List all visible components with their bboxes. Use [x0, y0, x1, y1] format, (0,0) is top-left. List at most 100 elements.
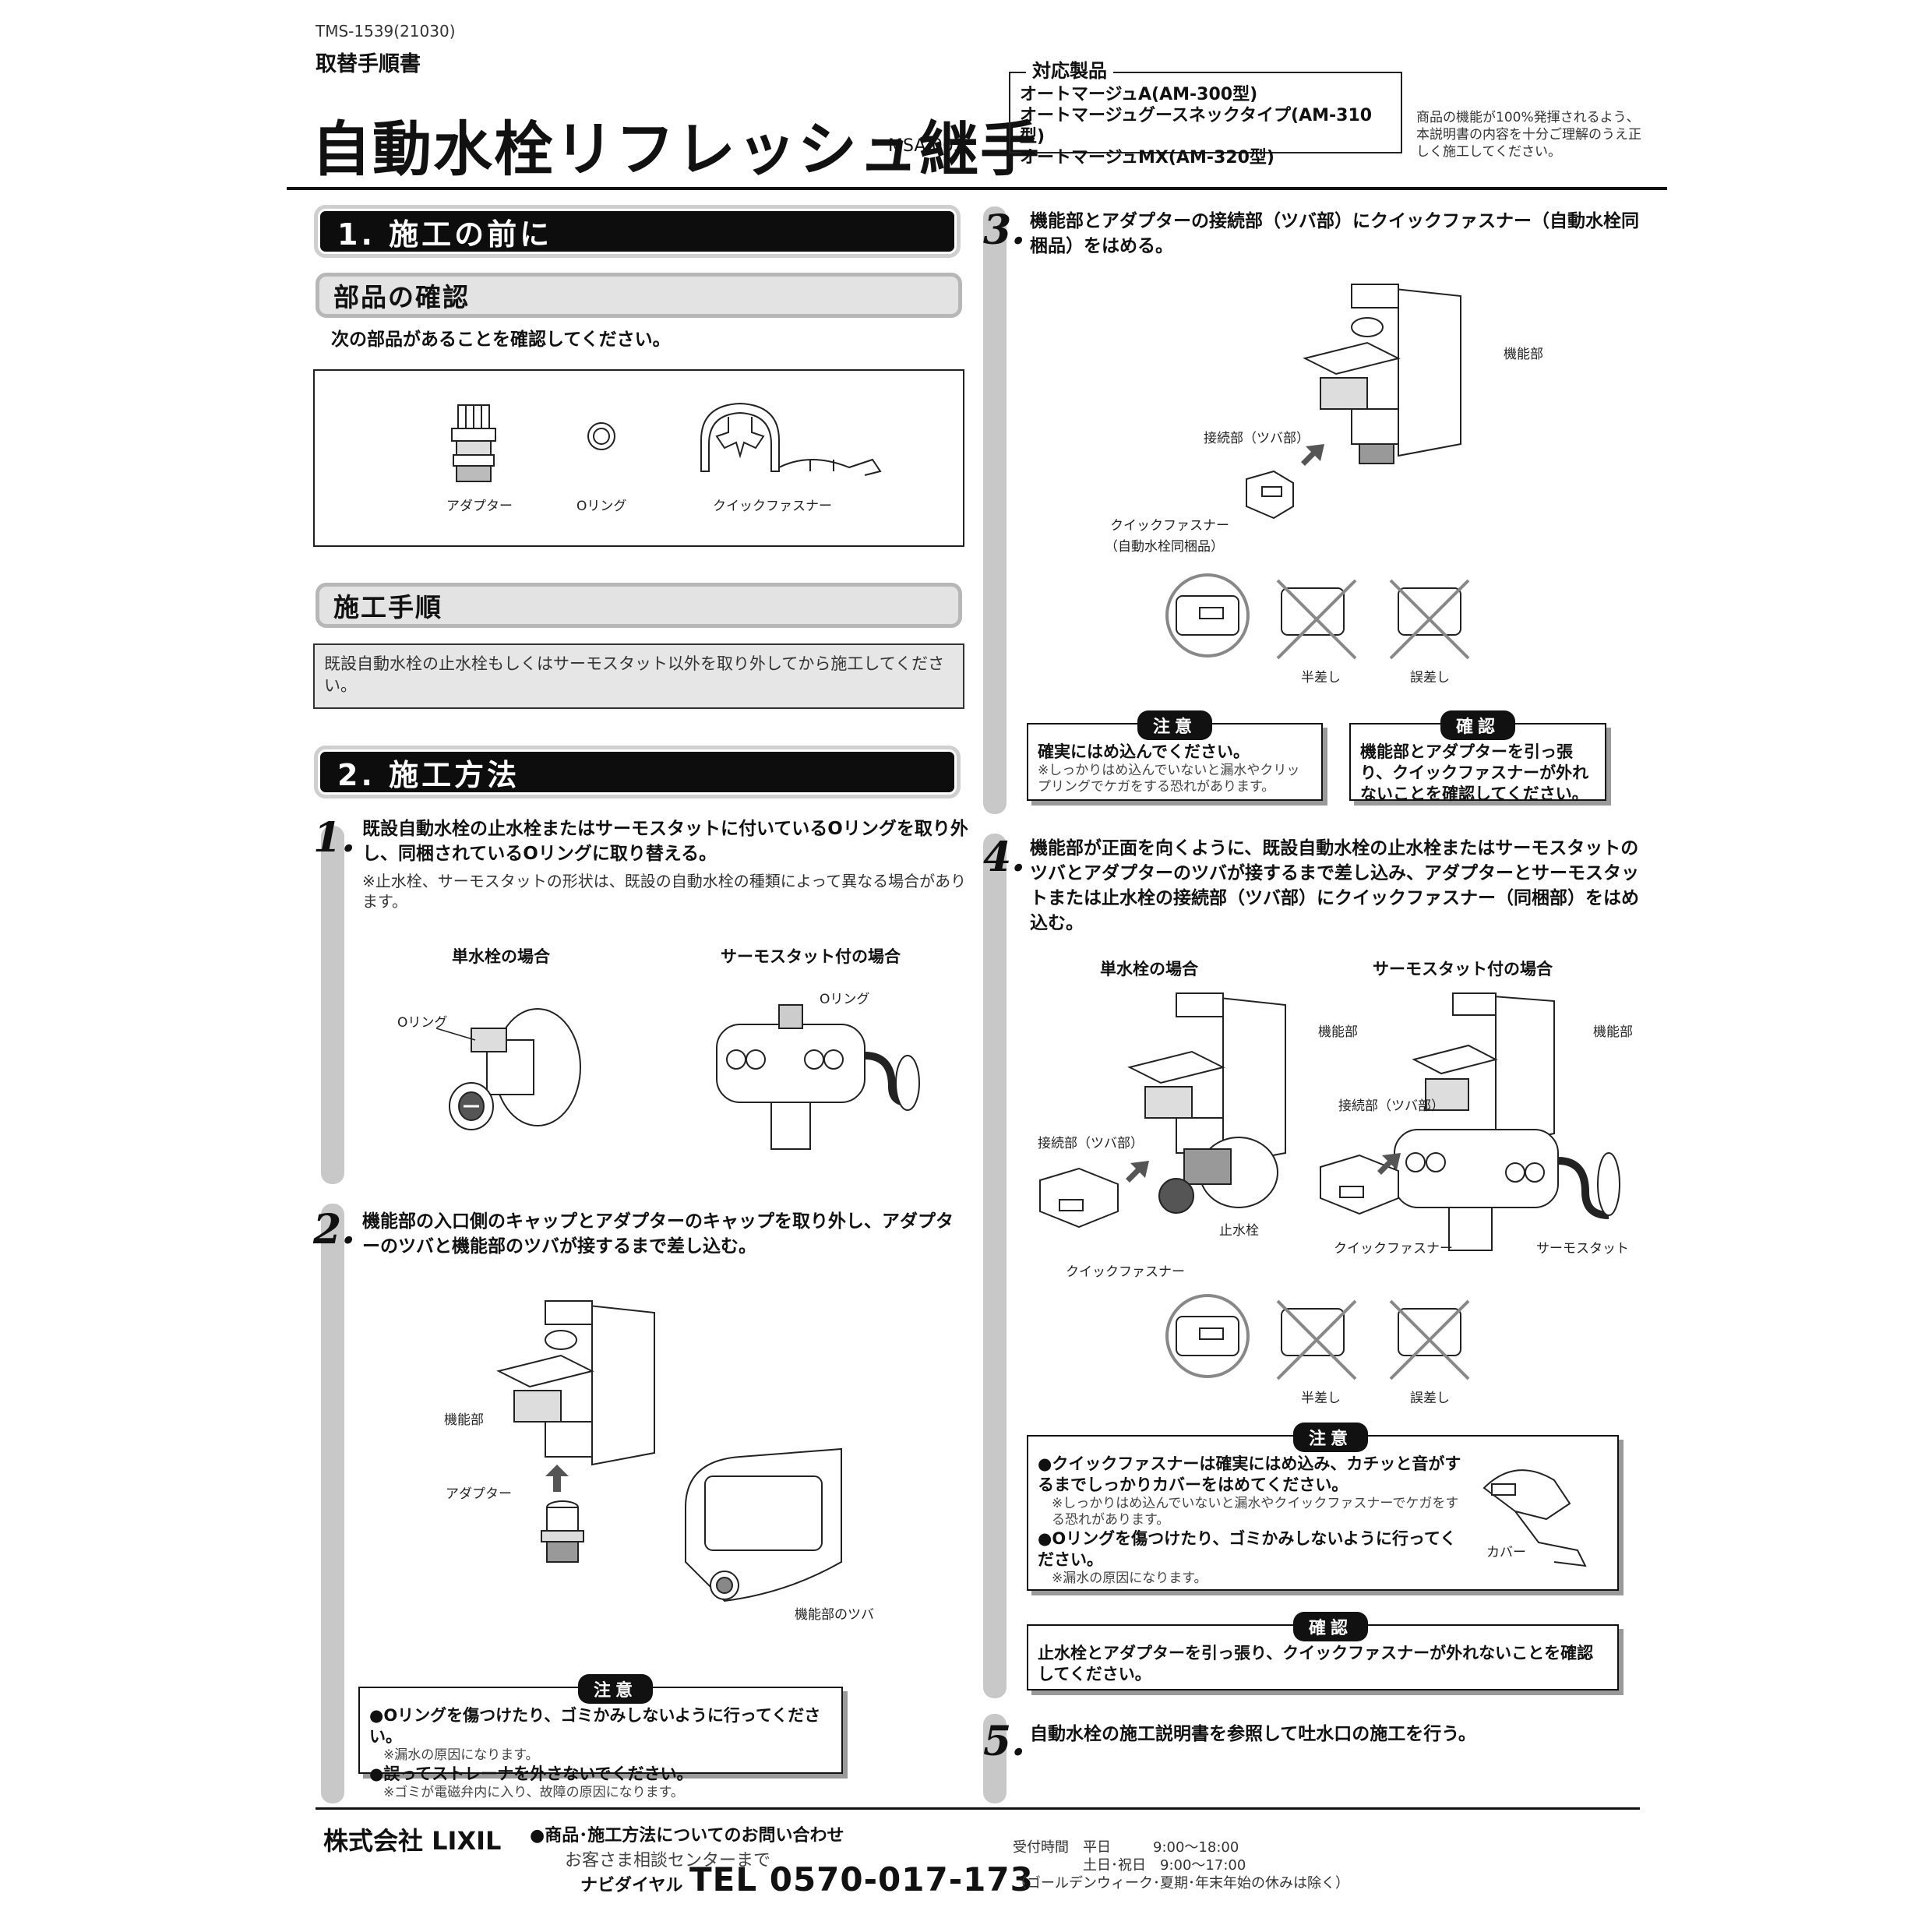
unit-flange-illustration	[685, 1447, 842, 1602]
procedure-heading: 施工手順	[316, 583, 962, 628]
step4-rail	[983, 834, 1007, 1698]
step1-label-oring-thermo: Oリング	[820, 992, 870, 1007]
parts-check-heading: 部品の確認	[316, 273, 962, 318]
procedure-note: 既設自動水栓の止水栓もしくはサーモスタット以外を取り外してから施工してください。	[313, 643, 964, 709]
step3-fit-comparison	[1165, 573, 1470, 660]
step2-label-adapter: アダプター	[446, 1486, 512, 1502]
leader-line	[435, 1028, 476, 1041]
step4-case-thermo: サーモスタット付の場合	[1373, 960, 1553, 978]
step4-label-unit-single: 機能部	[1318, 1024, 1358, 1040]
fastener-illustration-step3	[1246, 470, 1294, 520]
caution-item: ●誤ってストレーナを外さないでください。	[369, 1765, 693, 1783]
step1-number: 1.	[313, 814, 356, 862]
unit-illustration-step3	[1303, 284, 1461, 464]
caution-tag: 注意	[578, 1674, 654, 1704]
step3-label-unit: 機能部	[1504, 347, 1543, 362]
step5-text: 自動水栓の施工説明書を参照して吐水口の施工を行う。	[1030, 1724, 1476, 1744]
step1-label-oring-single: Oリング	[397, 1015, 448, 1031]
section1-heading: 1. 施工の前に	[314, 205, 961, 258]
navi-dial-label: ナビダイヤル	[580, 1876, 683, 1895]
compatible-products-box: 対応製品 オートマージュA(AM-300型) オートマージュグースネックタイプ(…	[1009, 61, 1402, 167]
step3-rail	[983, 206, 1007, 814]
confirm-tag: 確認	[1293, 1612, 1369, 1641]
inquiry-title: ●商品･施工方法についてのお問い合わせ	[530, 1826, 844, 1846]
caution-tag: 注意	[1137, 710, 1213, 740]
product-item: オートマージュグースネックタイプ(AM-310型)	[1020, 106, 1373, 146]
cover-illustration	[1482, 1469, 1587, 1567]
step2-text: 機能部の入口側のキャップとアダプターのキャップを取り外し、アダプターのツバと機能…	[362, 1211, 954, 1257]
parts-box	[313, 369, 964, 547]
correct-fit-icon	[1165, 573, 1250, 658]
step3-text: 機能部とアダプターの接続部（ツバ部）にクイックファスナー（自動水栓同梱品）をはめ…	[1030, 211, 1639, 256]
caution-sub: ※しっかりはめ込んでいないと漏水やクリップリングでケガをする恐れがあります。	[1038, 763, 1300, 795]
adapter-illustration-step2	[541, 1500, 584, 1563]
step1-case-thermo: サーモスタット付の場合	[721, 947, 901, 966]
step3-caution-box: 注意 確実にはめ込んでください。 ※しっかりはめ込んでいないと漏水やクリップリン…	[1027, 710, 1323, 801]
unit-illustration	[496, 1300, 655, 1466]
step1-text: 既設自動水栓の止水栓またはサーモスタットに付いているOリングを取り外し、同梱され…	[362, 819, 968, 864]
caution-tag: 注意	[1293, 1423, 1369, 1452]
parts-label-oring: Oリング	[576, 499, 627, 514]
arrow-icon	[1126, 1161, 1149, 1183]
step5-rail	[983, 1714, 1007, 1803]
single-install-illustration	[1127, 992, 1286, 1214]
step1-note: ※止水栓、サーモスタットの形状は、既設の自動水栓の種類によって異なる場合がありま…	[362, 872, 967, 911]
confirm-text: 止水栓とアダプターを引っ張り、クイックファスナーが外れないことを確認してください…	[1038, 1644, 1594, 1683]
single-valve-illustration	[449, 1008, 581, 1130]
step4-confirm-box: 確認 止水栓とアダプターを引っ張り、クイックファスナーが外れないことを確認してく…	[1027, 1612, 1619, 1690]
product-item: オートマージュA(AM-300型)	[1020, 85, 1258, 104]
arrow-icon	[1301, 444, 1324, 466]
oring-illustration	[587, 422, 615, 450]
thermostat-illustration	[716, 1004, 920, 1150]
caution-sub: ※漏水の原因になります。	[383, 1747, 539, 1763]
parts-intro: 次の部品があることを確認してください。	[331, 330, 671, 350]
step3-label-fastener-note: （自動水栓同梱品）	[1105, 539, 1224, 555]
model-code: MSA-005	[888, 136, 964, 156]
step3-label-fastener: クイックファスナー	[1110, 518, 1229, 534]
product-item: オートマージュMX(AM-320型)	[1020, 148, 1274, 167]
caution-item: ●クイックファスナーは確実にはめ込み、カチッと音がするまでしっかりカバーをはめて…	[1038, 1454, 1461, 1494]
quick-fastener-illustration	[700, 402, 882, 476]
confirm-tag: 確認	[1440, 710, 1516, 740]
step4-label-half: 半差し	[1301, 1391, 1341, 1406]
page-title: 自動水栓リフレッシュ継手	[312, 115, 1041, 184]
adapter-illustration	[451, 404, 496, 482]
step4-text: 機能部が正面を向くように、既設自動水栓の止水栓またはサーモスタットのツバとアダプ…	[1030, 838, 1639, 933]
company-name: 株式会社 LIXIL	[323, 1826, 502, 1856]
step3-label-wrong: 誤差し	[1410, 670, 1450, 686]
step4-label-fastener-thermo: クイックファスナー	[1334, 1241, 1453, 1257]
parts-label-adapter: アダプター	[446, 499, 513, 514]
step2-label-flange: 機能部のツバ	[795, 1607, 874, 1623]
step2-rail	[321, 1204, 344, 1803]
step4-label-wrong: 誤差し	[1410, 1391, 1450, 1406]
compatible-products-title: 対応製品	[1026, 61, 1113, 82]
step4-caution-box: 注意 ●クイックファスナーは確実にはめ込み、カチッと音がするまでしっかりカバーを…	[1027, 1423, 1619, 1591]
inquiry-sub: お客さま相談センターまで	[565, 1851, 771, 1870]
header-divider	[287, 187, 1667, 190]
step4-label-joint-thermo: 接続部（ツバ部）	[1338, 1098, 1444, 1114]
step3-label-joint: 接続部（ツバ部）	[1204, 431, 1310, 446]
step2-label-unit: 機能部	[444, 1412, 484, 1428]
step4-label-stopvalve: 止水栓	[1219, 1223, 1259, 1239]
phone-number: TEL 0570-017-173	[689, 1860, 1034, 1899]
step4-label-cover: カバー	[1486, 1545, 1526, 1560]
step1-rail	[321, 826, 344, 1184]
parts-label-fastener: クイックファスナー	[713, 499, 832, 514]
step5-number: 5.	[983, 1718, 1026, 1765]
fastener-illustration-single	[1039, 1167, 1119, 1229]
arrow-up-icon	[545, 1465, 569, 1492]
section2-heading: 2. 施工方法	[314, 746, 961, 799]
document-code: TMS-1539(21030)	[316, 22, 456, 41]
caution-item: ●Oリングを傷つけたり、ゴミかみしないように行ってください。	[1038, 1529, 1457, 1569]
step2-caution-box: 注意 ●Oリングを傷つけたり、ゴミかみしないように行ってください。 ※漏水の原因…	[358, 1674, 843, 1800]
thermo-install-illustration	[1394, 992, 1620, 1251]
caution-sub: ※しっかりはめ込んでいないと漏水やクイックファスナーでケガをする恐れがあります。	[1052, 1496, 1459, 1528]
usage-notice: 商品の機能が100%発揮されるよう、本説明書の内容を十分ご理解のうえ正しく施工し…	[1416, 110, 1641, 160]
caution-sub: ※ゴミが電磁弁内に入り、故障の原因になります。	[383, 1785, 684, 1800]
correct-fit-icon	[1165, 1294, 1250, 1378]
confirm-text: 機能部とアダプターを引っ張り、クイックファスナーが外れないことを確認してください…	[1360, 742, 1589, 803]
business-hours: 受付時間 平日 9:00～18:00 土日･祝日 9:00～17:00 （ゴール…	[1013, 1839, 1349, 1891]
step4-number: 4.	[983, 834, 1026, 881]
footer-divider	[316, 1807, 1640, 1810]
document-type: 取替手順書	[316, 52, 421, 76]
